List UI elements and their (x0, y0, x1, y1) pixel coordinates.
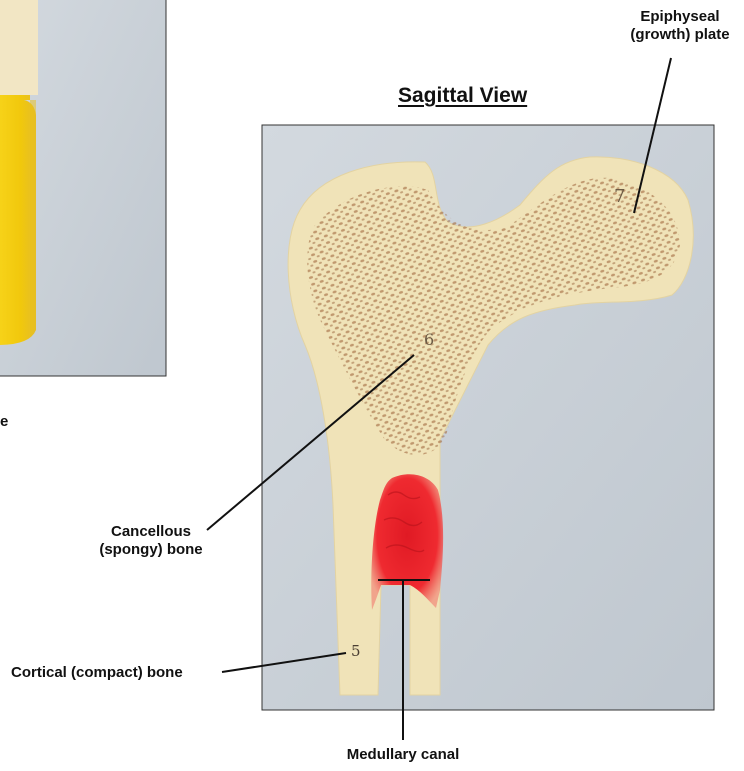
cancellous-bone-label: Cancellous (spongy) bone (86, 523, 216, 559)
sagittal-photo-panel (262, 125, 714, 710)
epiphyseal-label-line2: (growth) plate (615, 26, 744, 44)
specimen-mark-7: 7 (614, 186, 625, 207)
cancellous-label-line1: Cancellous (86, 523, 216, 541)
specimen-mark-6: 6 (424, 330, 434, 349)
left-photo-panel (0, 0, 166, 376)
cortical-bone-label: Cortical (compact) bone (11, 664, 183, 682)
epiphyseal-label-line1: Epiphyseal (615, 8, 744, 26)
left-panel-label-fragment: e (0, 413, 8, 431)
specimen-mark-5: 5 (351, 642, 361, 660)
view-title: Sagittal View (398, 84, 527, 108)
cancellous-label-line2: (spongy) bone (86, 541, 216, 559)
medullary-canal-label: Medullary canal (330, 746, 476, 764)
epiphyseal-plate-label: Epiphyseal (growth) plate (615, 8, 744, 44)
